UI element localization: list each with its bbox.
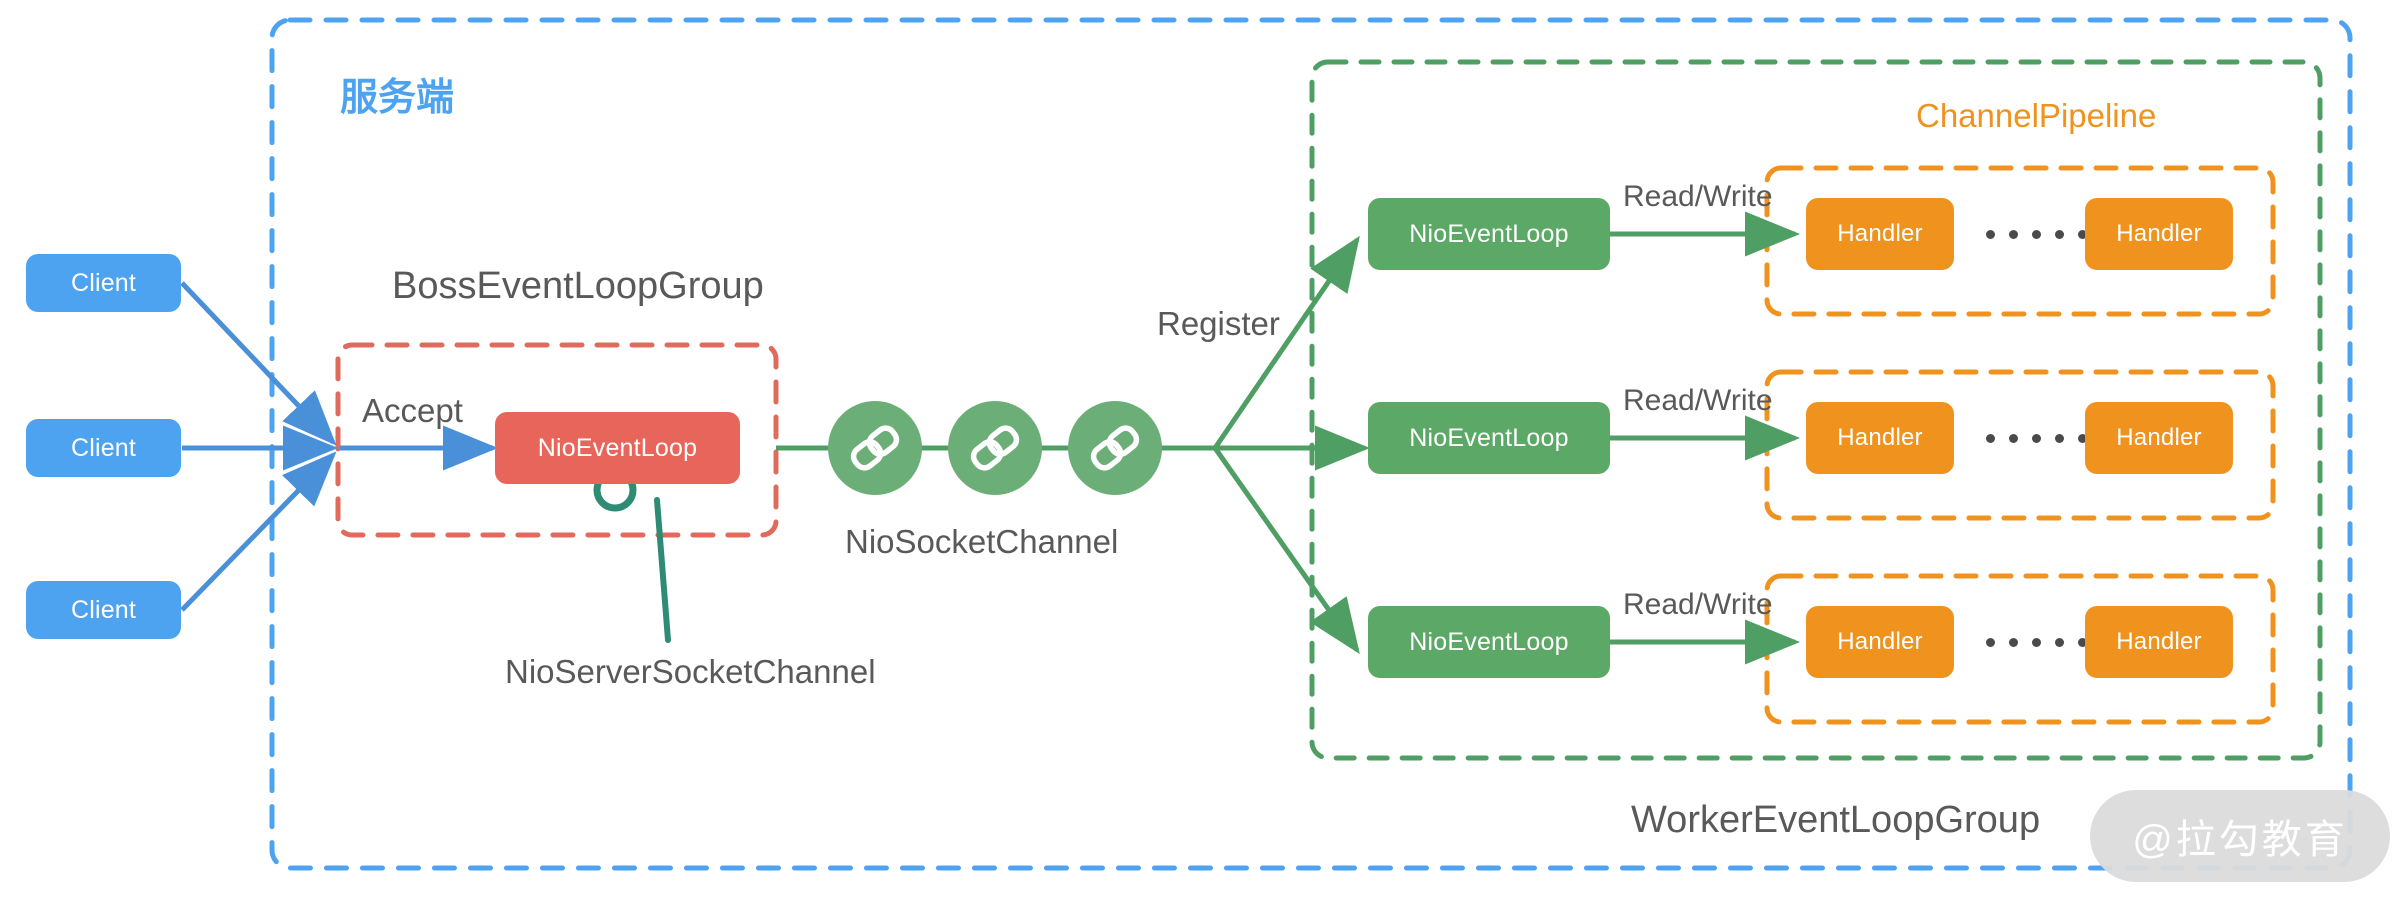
client-box-2[interactable]: Client (26, 419, 181, 477)
register-arrow-bottom (1212, 446, 1360, 655)
boss-nio-event-loop-box[interactable]: NioEventLoop (495, 412, 740, 484)
worker-nio-event-loop-box-1[interactable]: NioEventLoop (1368, 198, 1610, 270)
client-box-3[interactable]: Client (26, 581, 181, 639)
worker-event-loop-group-box (1309, 59, 2323, 761)
handler-box-3a[interactable]: Handler (1806, 606, 1954, 678)
read-write-label-2: Read/Write (1623, 384, 1773, 417)
boss-event-loop-group-label: BossEventLoopGroup (392, 265, 764, 307)
worker-event-loop-group-label: WorkerEventLoopGroup (1631, 799, 2041, 841)
nio-socket-channel-icon-2 (948, 401, 1042, 495)
client-3-connection-arrow (180, 451, 337, 612)
handler-box-1a[interactable]: Handler (1806, 198, 1954, 270)
worker-nio-event-loop-box-3[interactable]: NioEventLoop (1368, 606, 1610, 678)
server-boundary-box (269, 17, 2353, 871)
register-label: Register (1157, 305, 1280, 342)
nio-socket-channel-icon-1 (828, 401, 922, 495)
server-title: 服务端 (340, 77, 455, 119)
channel-pipeline-label: ChannelPipeline (1916, 97, 2157, 134)
boss-event-loop-group-box (335, 342, 779, 538)
handler-box-2a[interactable]: Handler (1806, 402, 1954, 474)
watermark-badge: @拉勾教育 (2090, 790, 2390, 882)
nio-socket-channel-label: NioSocketChannel (845, 523, 1119, 560)
nio-socket-channel-group (828, 401, 1162, 495)
handler-box-2b[interactable]: Handler (2085, 402, 2233, 474)
client-1-connection-arrow (180, 281, 337, 446)
read-write-label-1: Read/Write (1623, 180, 1773, 213)
accept-label: Accept (362, 392, 463, 429)
nio-socket-channel-icon-3 (1068, 401, 1162, 495)
nio-server-socket-channel-label: NioServerSocketChannel (505, 653, 876, 690)
read-write-label-3: Read/Write (1623, 588, 1773, 621)
client-box-1[interactable]: Client (26, 254, 181, 312)
nio-server-socket-channel-callout (593, 468, 671, 643)
handler-box-1b[interactable]: Handler (2085, 198, 2233, 270)
handler-box-3b[interactable]: Handler (2085, 606, 2233, 678)
worker-nio-event-loop-box-2[interactable]: NioEventLoop (1368, 402, 1610, 474)
register-arrow-top (1212, 235, 1360, 450)
